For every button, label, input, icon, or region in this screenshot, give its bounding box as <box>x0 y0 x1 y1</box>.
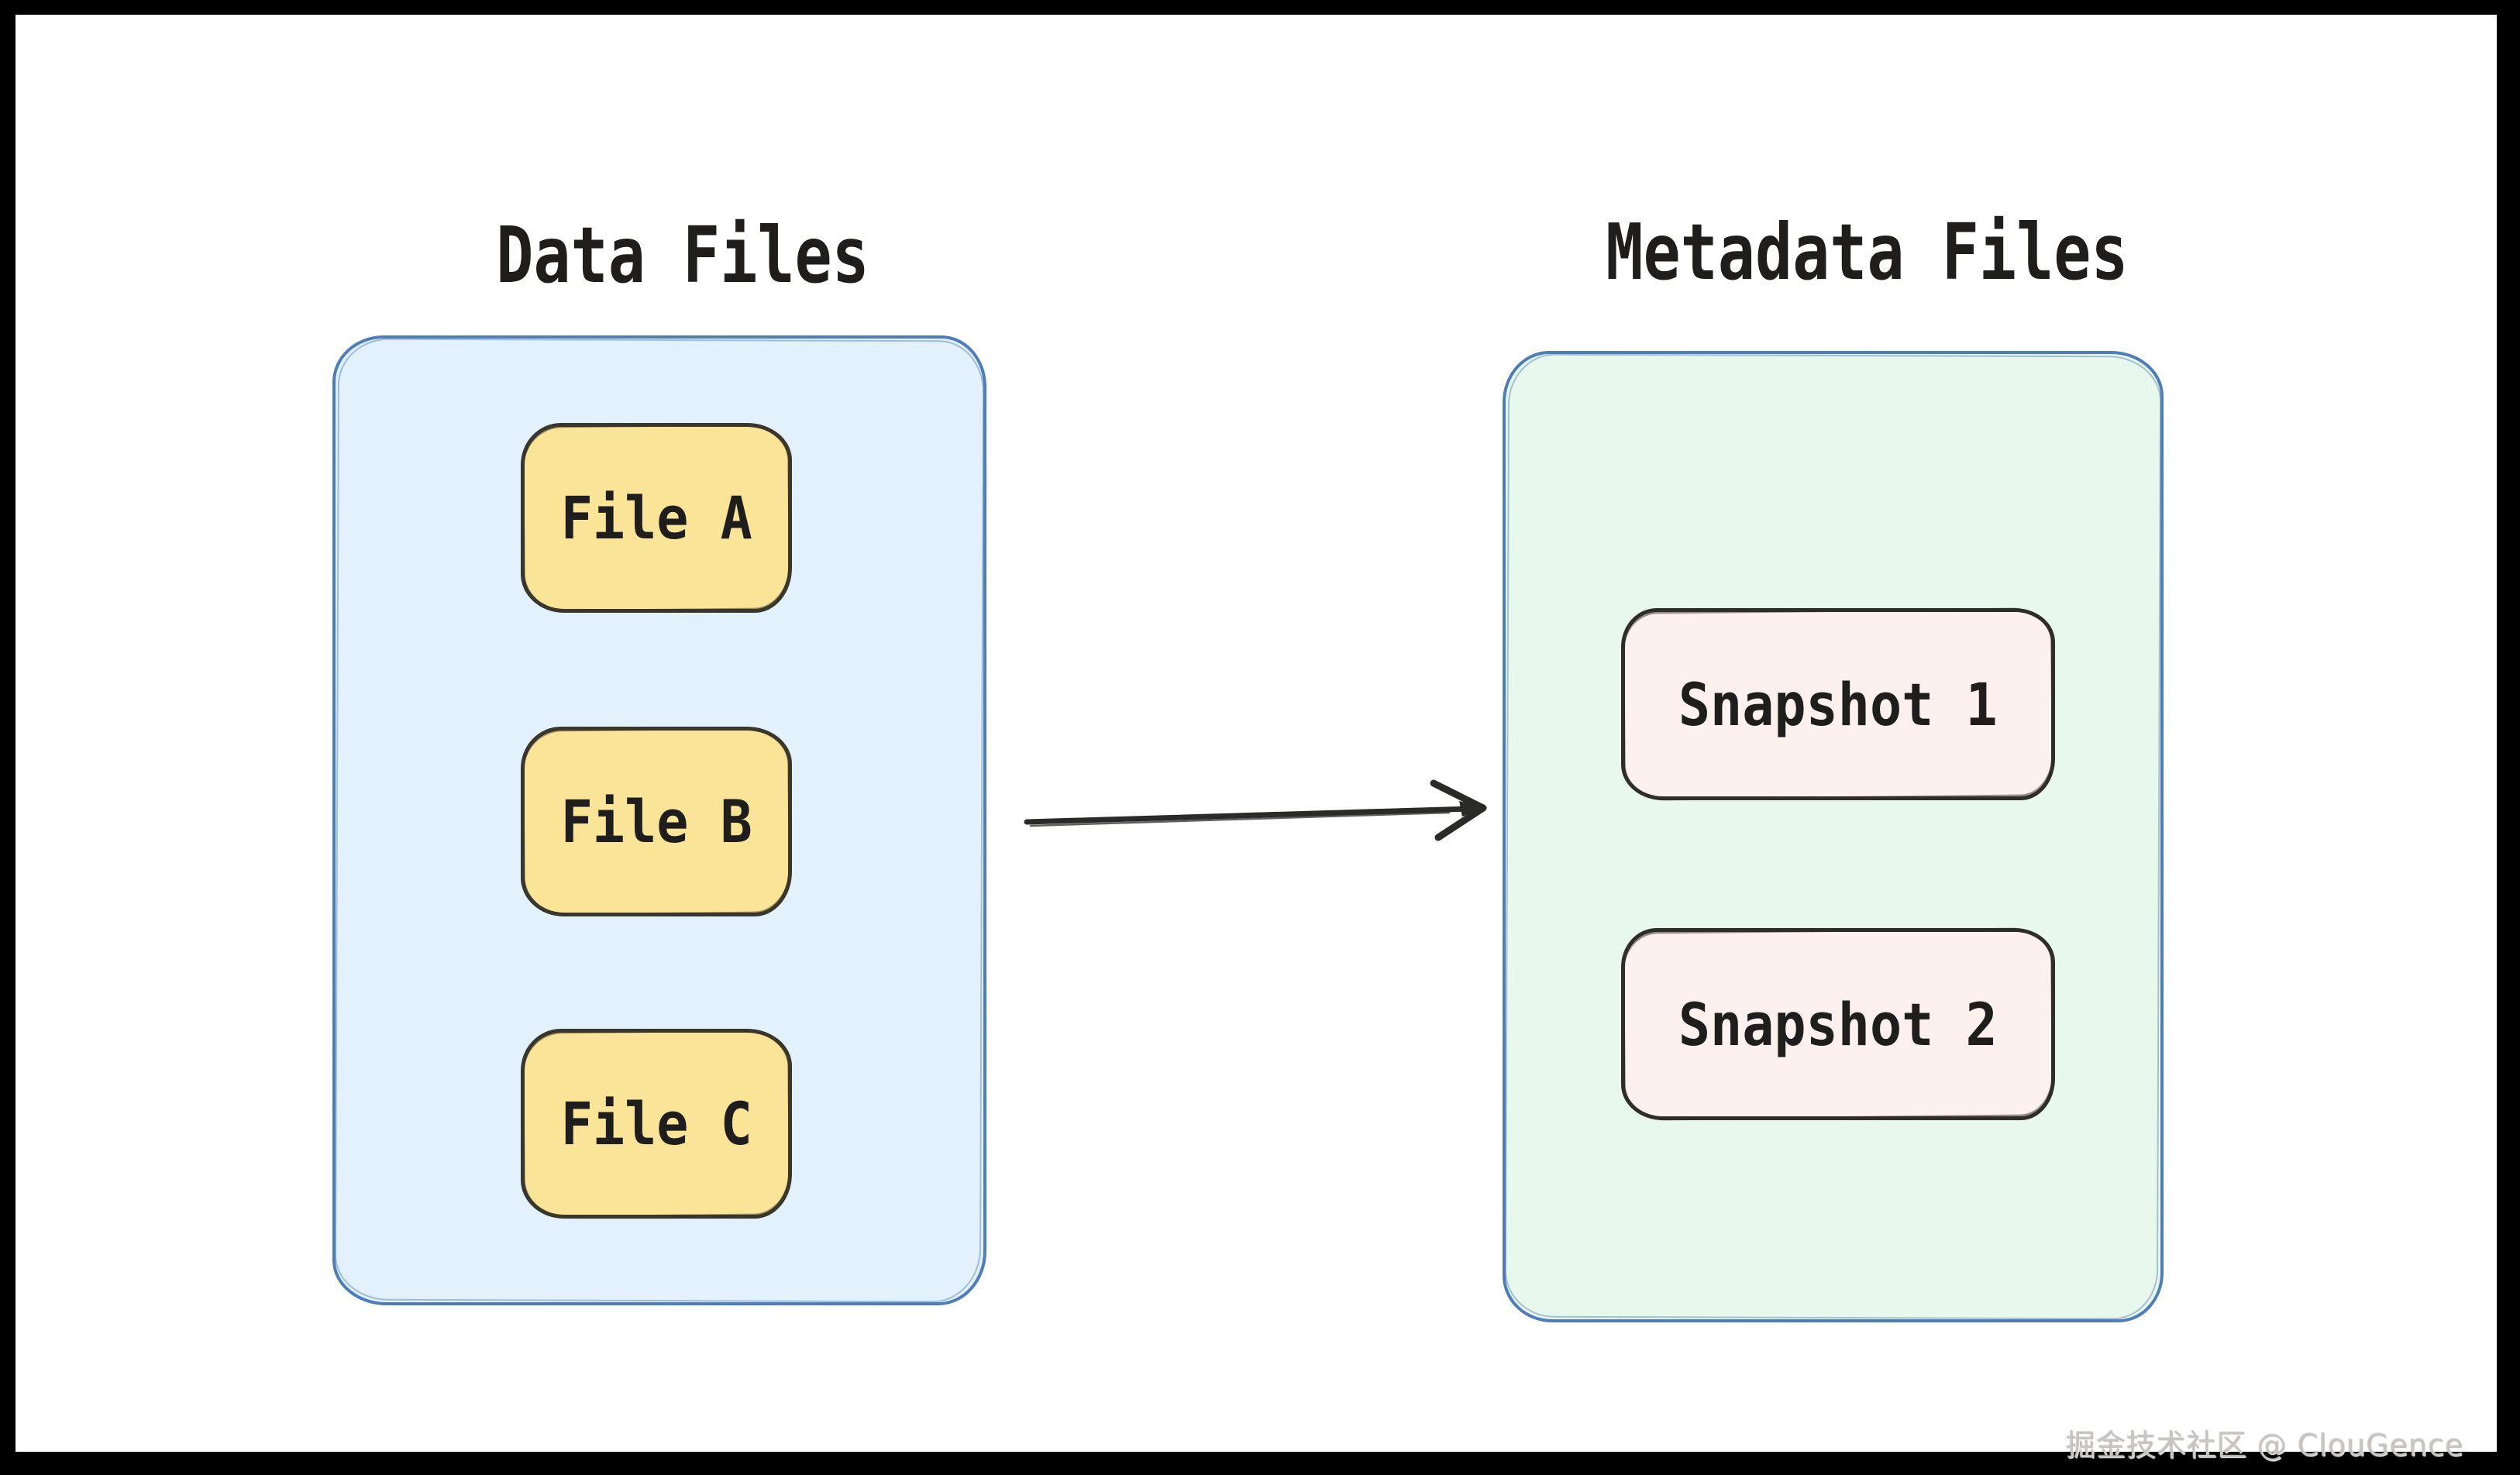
file-a-label: File A <box>560 483 752 552</box>
metadata-files-title-text: Metadata Files <box>1605 206 2129 297</box>
data-files-title-text: Data Files <box>496 209 869 301</box>
file-b-label: File B <box>560 787 752 856</box>
file-a-node: File A <box>521 423 792 613</box>
metadata-files-container: Snapshot 1 Snapshot 2 <box>1503 351 2164 1322</box>
file-c-label: File C <box>560 1089 752 1158</box>
metadata-files-title: Metadata Files <box>1479 205 2254 298</box>
watermark: 掘金技术社区 @ ClouGence <box>2066 1429 2464 1463</box>
snapshot-1-label: Snapshot 1 <box>1678 669 1998 739</box>
snapshot-1-node: Snapshot 1 <box>1621 608 2055 800</box>
flow-arrow-icon <box>1015 770 1503 863</box>
snapshot-2-node: Snapshot 2 <box>1621 928 2055 1120</box>
data-files-container: File A File B File C <box>332 335 986 1305</box>
diagram-canvas: Data Files Metadata Files File A File B … <box>15 15 2497 1463</box>
file-c-node: File C <box>521 1029 792 1219</box>
snapshot-2-label: Snapshot 2 <box>1678 989 1998 1059</box>
data-files-title: Data Files <box>357 208 1008 301</box>
file-b-node: File B <box>521 727 792 916</box>
